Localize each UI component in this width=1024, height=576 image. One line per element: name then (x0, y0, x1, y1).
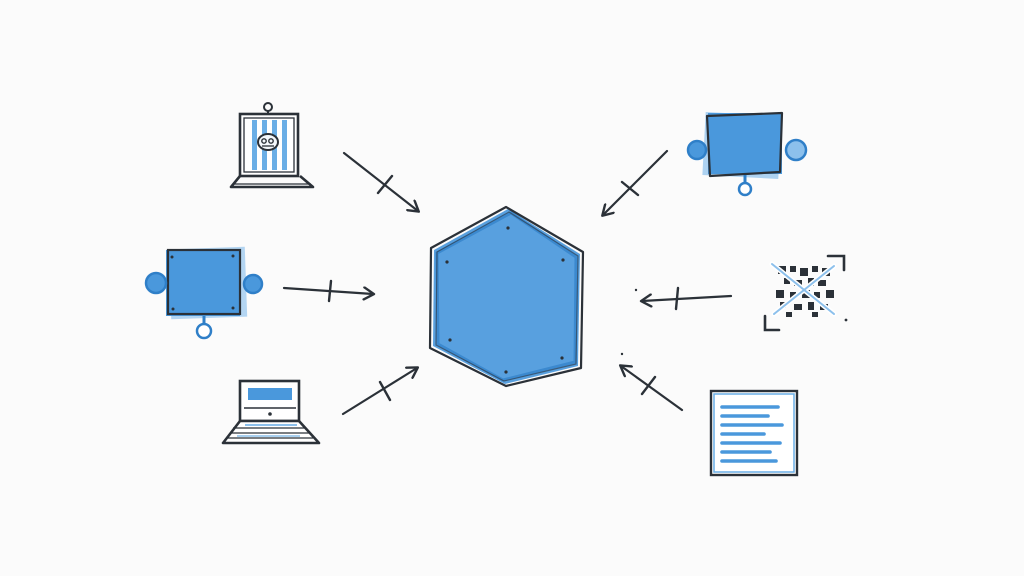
laptop-with-bug-screen-icon[interactable] (229, 102, 315, 189)
hexagon-hub-icon (428, 205, 585, 388)
qr-code-scan-icon[interactable] (763, 254, 848, 332)
laptop-icon[interactable] (221, 379, 321, 445)
arrow-top-right (603, 149, 669, 215)
arrow-top-left (342, 151, 418, 211)
arrow-right (634, 286, 733, 311)
puzzle-piece-icon[interactable] (686, 111, 808, 197)
puzzle-piece-icon[interactable] (144, 246, 264, 340)
arrow-bottom-right (621, 352, 684, 412)
document-icon[interactable] (709, 389, 799, 477)
arrow-left (282, 279, 373, 303)
arrow-bottom-left (341, 368, 417, 416)
